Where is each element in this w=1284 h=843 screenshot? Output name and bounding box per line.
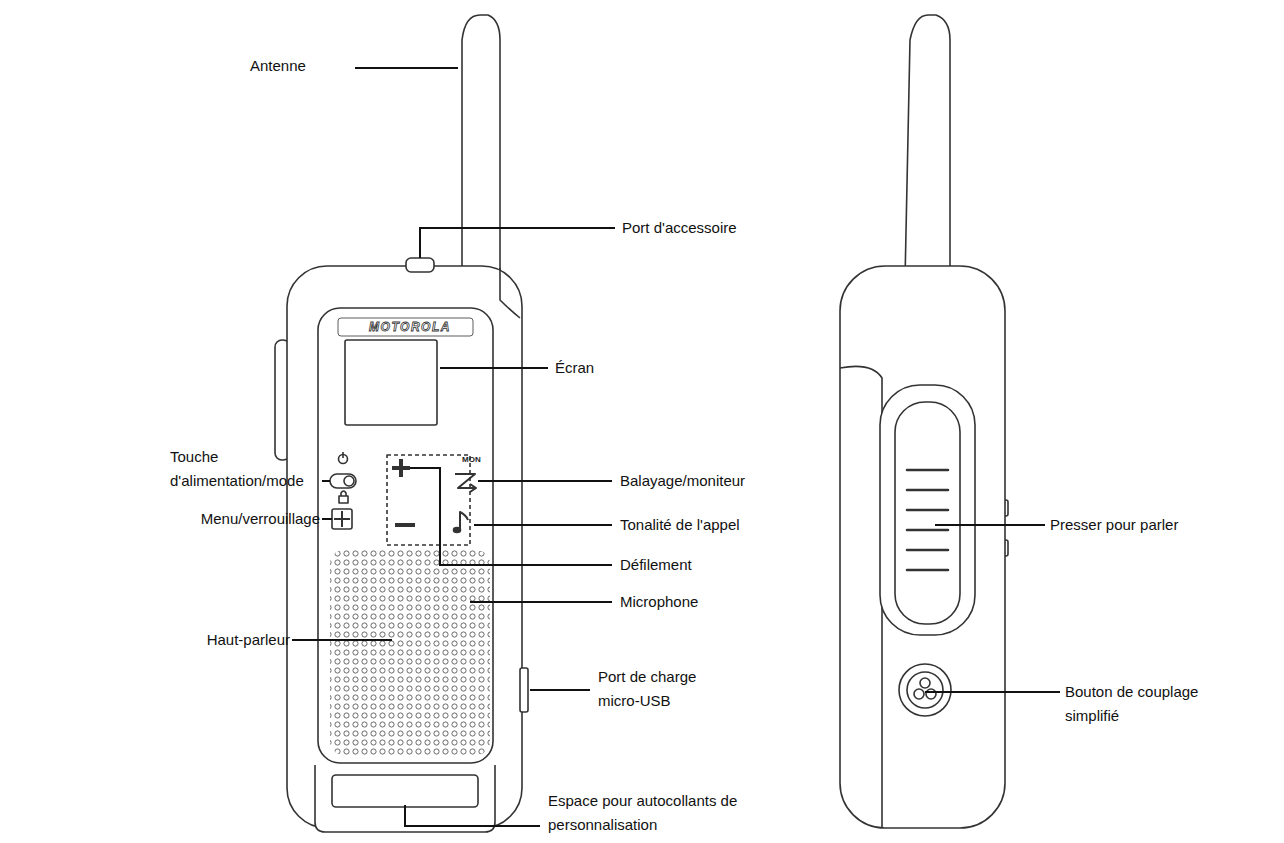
part-label: Tonalité de l'appel xyxy=(620,513,740,537)
pair-icon xyxy=(926,689,936,699)
speaker-grille xyxy=(330,550,490,755)
lock-icon xyxy=(341,491,346,496)
leader-line xyxy=(355,67,458,69)
ptt-ridges xyxy=(907,470,948,570)
plus-key xyxy=(392,459,410,477)
leader-line xyxy=(470,601,612,603)
tone-icon xyxy=(454,528,461,533)
part-label: Antenne xyxy=(250,54,306,78)
radio-body xyxy=(287,266,522,828)
leader-line xyxy=(440,367,548,369)
part-label: Haut-parleur xyxy=(207,628,290,652)
part-label: Microphone xyxy=(620,590,698,614)
leader-line xyxy=(935,524,1045,526)
part-label: Presser pour parler xyxy=(1050,513,1178,537)
tone-icon xyxy=(460,512,468,530)
power-icon xyxy=(342,452,344,458)
usb-port xyxy=(520,668,528,712)
part-label: Port d'accessoire xyxy=(622,216,737,240)
leader-line xyxy=(292,639,392,641)
part-label: Écran xyxy=(555,356,594,380)
part-label: Menu/verrouillage xyxy=(201,507,320,531)
face-panel xyxy=(318,308,493,763)
power-toggle xyxy=(344,476,354,486)
lock-icon xyxy=(339,496,348,503)
part-label: Défilement xyxy=(620,553,692,577)
belt-clip xyxy=(840,366,882,828)
leader-line xyxy=(405,805,540,826)
pair-icon xyxy=(914,689,924,699)
screen xyxy=(345,340,437,425)
part-label: Bouton de couplage simplifié xyxy=(1065,680,1215,728)
part-label: Touche d'alimentation/mode xyxy=(170,445,320,493)
menu-button xyxy=(332,509,352,529)
ptt-recess xyxy=(880,385,975,635)
leader-line xyxy=(925,691,1060,693)
power-toggle xyxy=(330,474,356,488)
part-label: Espace pour autocollants de personnalisa… xyxy=(548,789,738,837)
part-label: Balayage/moniteur xyxy=(620,469,745,493)
radio-body xyxy=(840,266,1005,828)
leader-line xyxy=(478,480,612,482)
part-label: Port de charge micro-USB xyxy=(598,665,718,713)
pair-icon xyxy=(920,678,930,688)
device-marking: MON xyxy=(462,455,481,465)
device-marking: MOTOROLA xyxy=(345,319,475,335)
pair-button xyxy=(907,672,943,708)
leader-line xyxy=(322,480,330,482)
antenna xyxy=(462,15,500,280)
ptt-button xyxy=(895,402,960,624)
pair-button xyxy=(899,664,951,716)
leader-line xyxy=(530,689,590,691)
antenna-base xyxy=(500,268,520,318)
accessory-port xyxy=(406,258,434,272)
sticker-area xyxy=(332,775,478,807)
minus-key xyxy=(395,523,415,527)
leader-line xyxy=(420,228,615,258)
scan-icon xyxy=(455,474,476,492)
leader-line xyxy=(474,524,612,526)
leader-line xyxy=(322,518,332,520)
leader-line xyxy=(410,468,612,565)
antenna xyxy=(905,15,950,280)
menu-button xyxy=(334,511,350,527)
